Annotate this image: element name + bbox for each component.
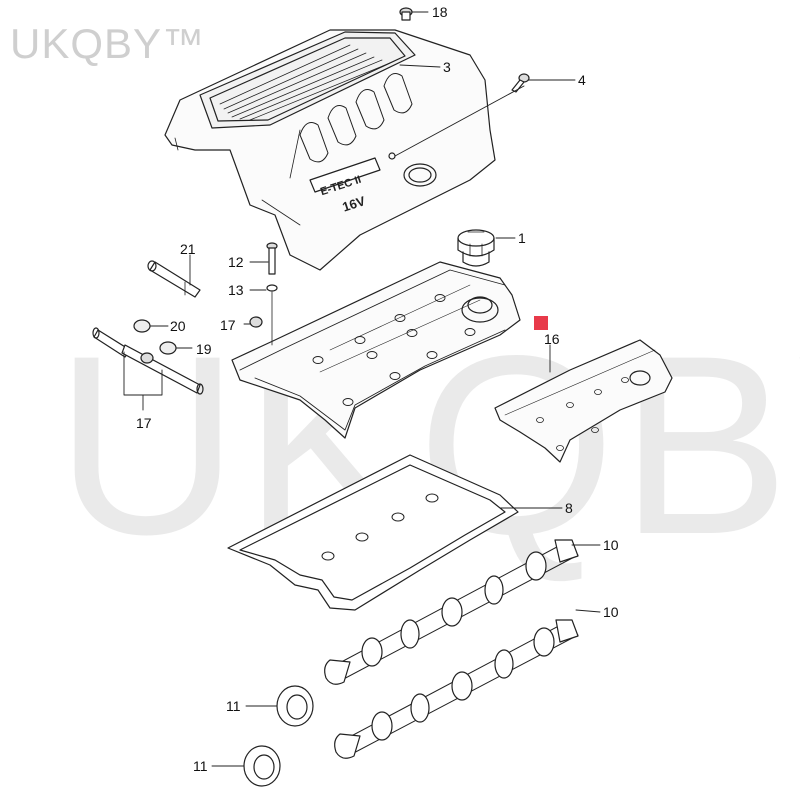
hose-clamp-19 [159,341,177,355]
callout-4: 4 [578,72,586,88]
callout-10-lower: 10 [603,604,619,620]
callout-12: 12 [228,254,244,270]
cylinder-head-cover [231,261,521,439]
bolt-12 [266,242,278,346]
highlight-marker [534,316,548,330]
oil-filler-cap [457,229,495,267]
callout-11-upper: 11 [226,698,241,714]
callout-17-top: 17 [220,317,236,333]
cover-bolt-bosses [312,294,476,406]
breather-hose-21 [147,260,201,298]
cover-ribs [299,73,413,163]
camshaft-seal-upper [276,685,314,727]
callout-17-bottom: 17 [136,415,152,431]
bolt-18 [399,7,413,21]
engine-cover [164,29,496,271]
callout-1: 1 [518,230,526,246]
callout-11-lower: 11 [193,758,208,774]
grommet-17-bottom [140,352,154,364]
washer-13 [266,284,278,292]
callout-10-upper: 10 [603,537,619,553]
leader-lines [149,11,601,767]
screw-4 [511,73,530,93]
callout-3: 3 [443,59,451,75]
camshaft-lower [334,619,579,759]
callout-16: 16 [544,331,560,347]
cover-assembly-16 [494,339,673,463]
cover-valves-text: 16V [340,193,367,215]
callout-19: 19 [196,341,212,357]
valve-cover-gasket [227,454,519,611]
callout-13: 13 [228,282,244,298]
callout-8: 8 [565,500,573,516]
camshaft-upper [324,539,579,685]
callout-18: 18 [432,4,448,20]
camshaft-seal-lower [243,745,281,787]
grommet-17-top [249,316,263,328]
hose-clamp-20 [133,319,151,333]
callout-20: 20 [170,318,186,334]
watermark-logo: UKQBY™ [10,20,206,67]
plug-seals [321,493,439,561]
callout-21: 21 [180,241,196,257]
